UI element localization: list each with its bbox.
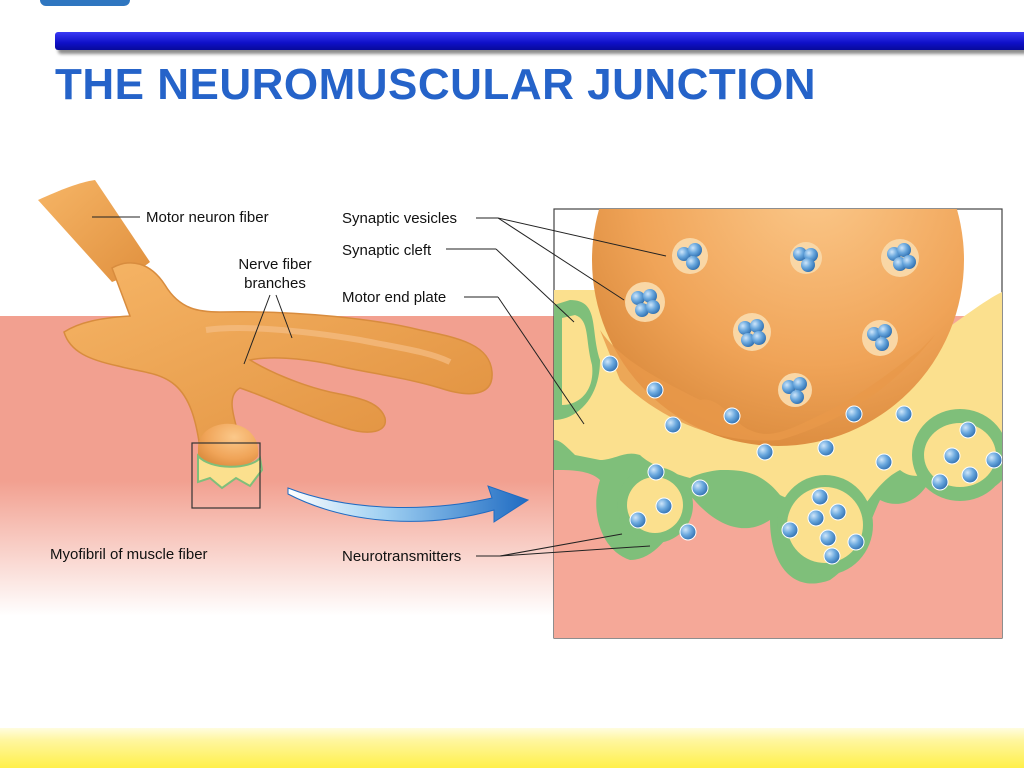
footer-band bbox=[0, 728, 1024, 768]
neurotransmitter-molecules bbox=[601, 355, 1002, 565]
label-nerve-fiber-branches-line1: Nerve fiber bbox=[238, 256, 311, 273]
zoom-box bbox=[191, 442, 261, 509]
label-nerve-fiber-branches-line2: branches bbox=[244, 275, 306, 292]
vesicle-cluster bbox=[625, 238, 919, 407]
title-accent-bar bbox=[55, 32, 1024, 50]
synapse-inset bbox=[553, 208, 1003, 639]
label-synaptic-vesicles: Synaptic vesicles bbox=[342, 210, 457, 227]
leader-lines bbox=[92, 216, 667, 557]
label-neurotransmitters: Neurotransmitters bbox=[342, 548, 461, 565]
label-motor-neuron-fiber: Motor neuron fiber bbox=[146, 209, 269, 226]
corner-decoration bbox=[40, 0, 130, 6]
label-synaptic-cleft: Synaptic cleft bbox=[342, 242, 432, 259]
magnify-arrow bbox=[287, 485, 530, 523]
motor-neuron bbox=[38, 180, 493, 490]
label-motor-end-plate: Motor end plate bbox=[342, 289, 446, 306]
label-myofibril: Myofibril of muscle fiber bbox=[50, 546, 208, 563]
page-title: THE NEUROMUSCULAR JUNCTION bbox=[55, 60, 816, 109]
